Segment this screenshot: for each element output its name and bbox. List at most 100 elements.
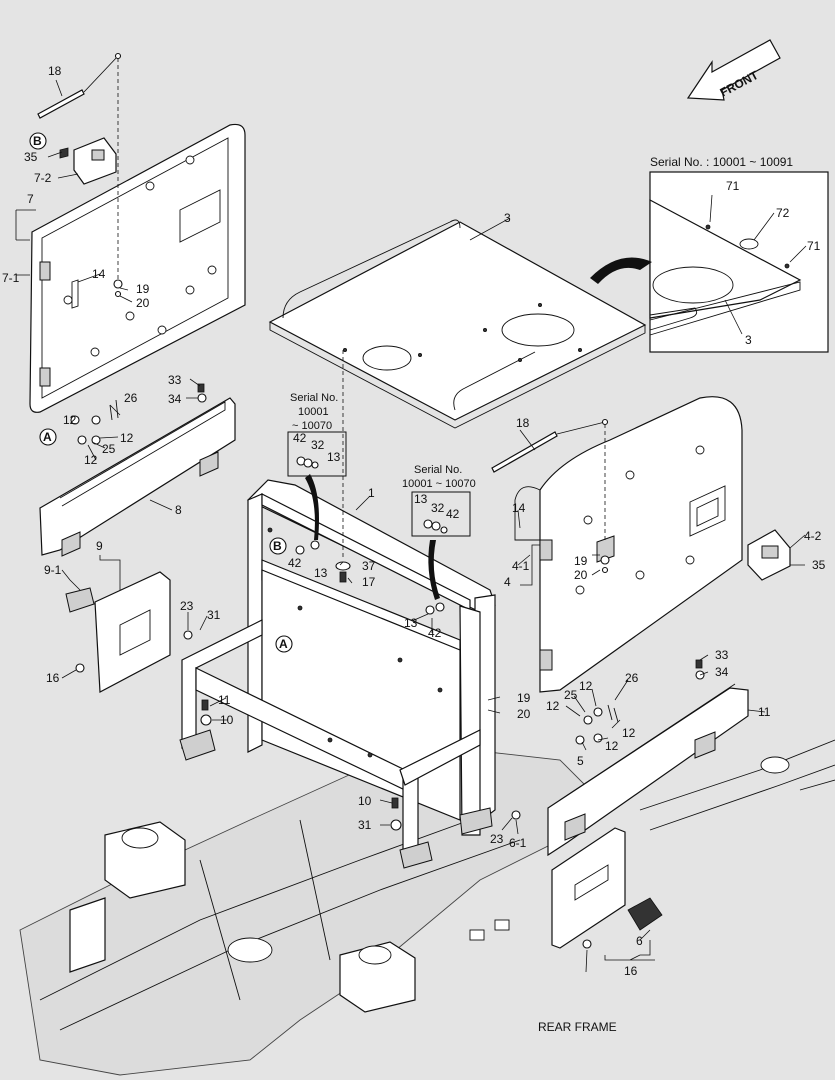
front-arrow: FRONT — [686, 39, 781, 101]
part-label: 25 — [102, 442, 116, 456]
part-label: 32 — [431, 501, 445, 515]
callout-circles: B A B A — [29, 132, 293, 653]
part-label: 18 — [48, 64, 62, 78]
leader-lines — [15, 79, 806, 973]
part-label: 33 — [715, 648, 729, 662]
panel-9 — [65, 571, 171, 693]
gas-strut-left — [37, 52, 122, 285]
serial-note-1-line1: Serial No. — [290, 392, 338, 404]
part-label: 19 — [574, 554, 588, 568]
part-label: 31 — [207, 608, 221, 622]
part-label: 42 — [293, 431, 307, 445]
part-label: 23 — [490, 832, 504, 846]
part-label: 17 — [362, 575, 376, 589]
part-label: 42 — [446, 507, 460, 521]
part-label: 26 — [625, 671, 639, 685]
part-label: 4 — [504, 575, 511, 589]
part-label: 11 — [758, 705, 771, 719]
right-door — [514, 396, 743, 693]
serial-box-1 — [287, 431, 347, 477]
part-label: 31 — [358, 818, 372, 832]
part-label: 37 — [362, 559, 376, 573]
part-label: 12 — [622, 726, 636, 740]
callout-b-2: B — [273, 539, 282, 553]
part-label: 23 — [180, 599, 194, 613]
part-label: 9-1 — [44, 563, 62, 577]
inset-serial-variant: Serial No. : 10001 ~ 10091 71 72 71 3 — [649, 155, 829, 353]
part-label: 42 — [288, 556, 302, 570]
part-label: 42 — [428, 626, 442, 640]
inset-pointer — [590, 257, 652, 284]
serial-note-2-line1: Serial No. — [414, 464, 462, 476]
inset-label-72: 72 — [776, 206, 790, 220]
gas-strut-right — [491, 418, 609, 540]
part-label: 14 — [512, 501, 526, 515]
part-label: 7-1 — [2, 271, 20, 285]
rear-frame — [19, 739, 835, 1076]
part-label: 12 — [579, 679, 593, 693]
part-label: 11 — [218, 693, 231, 707]
part-label: 7 — [27, 192, 34, 206]
inset-label-71a: 71 — [726, 179, 740, 193]
part-label: 16 — [624, 964, 638, 978]
inset-label-71b: 71 — [807, 239, 821, 253]
part-label: 12 — [63, 413, 77, 427]
part-label: 12 — [546, 699, 560, 713]
part-label: 12 — [84, 453, 98, 467]
serial-note-2-line2: 10001 ~ 10070 — [402, 478, 476, 490]
serial-box-2 — [411, 491, 471, 537]
serial-notes: Serial No. 10001 ~ 10070 Serial No. 1000… — [290, 392, 476, 490]
part-label: 35 — [812, 558, 826, 572]
part-label: 10 — [358, 794, 372, 808]
part-label: 19 — [517, 691, 531, 705]
callout-a-2: A — [279, 637, 288, 651]
part-label: 13 — [414, 492, 428, 506]
part-label: 26 — [124, 391, 138, 405]
side-panel-8 — [39, 397, 236, 557]
part-label: 34 — [715, 665, 729, 679]
serial-pointer-2 — [428, 540, 440, 600]
inset-serial-title: Serial No. : 10001 ~ 10091 — [650, 155, 793, 169]
inset-label-3: 3 — [745, 333, 752, 347]
part-label: 33 — [168, 373, 182, 387]
part-label: 12 — [605, 739, 619, 753]
part-label: 19 — [136, 282, 150, 296]
part-label: 35 — [24, 150, 38, 164]
part-label: 12 — [120, 431, 134, 445]
part-label: 18 — [516, 416, 530, 430]
part-label: 20 — [136, 296, 150, 310]
callout-a-1: A — [43, 430, 52, 444]
part-label: 34 — [168, 392, 182, 406]
part-label: 16 — [46, 671, 60, 685]
left-door — [29, 123, 246, 413]
part-label: 32 — [311, 438, 325, 452]
part-label: 6 — [636, 934, 643, 948]
serial-pointer-1 — [305, 474, 319, 540]
part-label: 1 — [368, 486, 375, 500]
part-label: 14 — [92, 267, 106, 281]
latch-7-2 — [59, 137, 117, 185]
part-label: 7-2 — [34, 171, 52, 185]
serial-note-1-line3: ~ 10070 — [292, 420, 332, 432]
part-label: 8 — [175, 503, 182, 517]
part-label: 13 — [404, 616, 418, 630]
callout-b-1: B — [33, 134, 42, 148]
main-frame — [179, 479, 496, 869]
part-label: 20 — [574, 568, 588, 582]
part-label: 25 — [564, 688, 578, 702]
part-label: 5 — [577, 754, 584, 768]
panel-6 — [551, 827, 663, 949]
top-cover — [268, 219, 647, 429]
rear-frame-label: REAR FRAME — [538, 1020, 617, 1034]
part-label: 10 — [220, 713, 234, 727]
part-label: 4-2 — [804, 529, 822, 543]
part-label: 13 — [327, 450, 341, 464]
part-label: 20 — [517, 707, 531, 721]
part-labels: 18 35 7-2 7 7-1 14 19 20 3 33 34 26 12 2… — [2, 64, 826, 978]
part-label: 9 — [96, 539, 103, 553]
part-label: 3 — [504, 211, 511, 225]
latch-4-2 — [747, 529, 791, 581]
serial-note-1-line2: 10001 — [298, 406, 329, 418]
part-label: 6-1 — [509, 836, 527, 850]
part-label: 13 — [314, 566, 328, 580]
